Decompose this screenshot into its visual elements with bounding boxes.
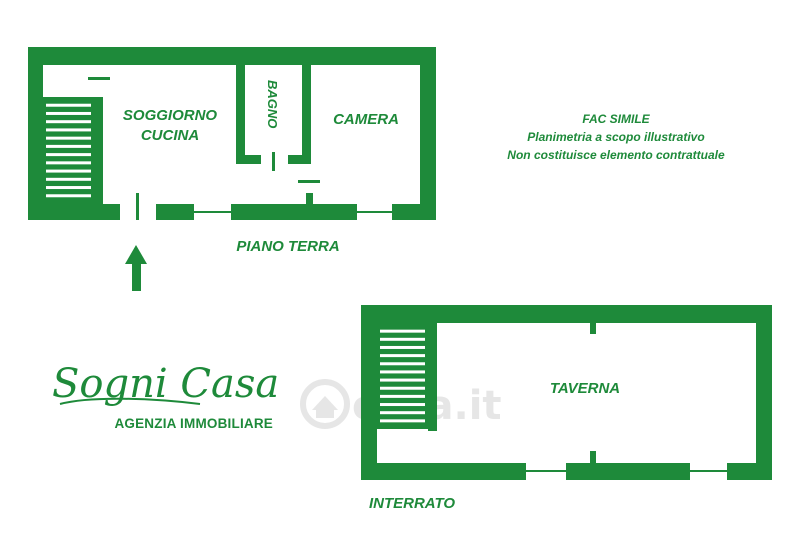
stair-tread (380, 378, 425, 382)
wall-left (28, 47, 43, 220)
door-jamb (136, 193, 139, 220)
stair-tread (46, 144, 91, 148)
room-label-bath: BAGNO (265, 80, 280, 128)
disclaimer-line-3: Non costituisce elemento contrattuale (507, 148, 725, 162)
stair-tread (46, 161, 91, 165)
floor-caption-ground: PIANO TERRA (236, 238, 339, 255)
bath-wall-left (236, 65, 245, 164)
stair-tread (380, 354, 425, 358)
wall-bottom-segment (361, 463, 526, 480)
wall-top (361, 305, 772, 323)
stair-tread (46, 153, 91, 157)
room-label-tavern: TAVERNA (550, 380, 620, 397)
wall-bottom-segment (156, 204, 194, 220)
stair-tread (46, 120, 91, 124)
bath-wall-right (302, 65, 311, 164)
stair-tread (46, 103, 91, 107)
room-label-living: SOGGIORNO (123, 107, 218, 124)
stair-tread (380, 370, 425, 374)
wall-bottom-segment (231, 204, 357, 220)
window-line (526, 470, 566, 472)
wall-right (756, 305, 772, 480)
stair-tread (380, 411, 425, 415)
room-label-bedroom: CAMERA (333, 111, 399, 128)
stair-tread (46, 177, 91, 181)
stair-tread (380, 394, 425, 398)
bath-door-jamb (272, 152, 275, 171)
stair-tread (380, 419, 425, 423)
window-line (357, 211, 392, 213)
house-icon (300, 379, 350, 429)
floor-caption-basement: INTERRATO (369, 495, 455, 512)
door-jamb (306, 193, 313, 204)
stair-tread (46, 186, 91, 190)
wall-bottom-segment (28, 204, 120, 220)
stair-tread (380, 403, 425, 407)
stair-wall (94, 97, 103, 207)
wall-left (361, 305, 377, 480)
agency-logo: Sogni Casa AGENZIA IMMOBILIARE (52, 361, 279, 431)
wall-bottom-segment (392, 204, 436, 220)
stair-wall (428, 323, 437, 431)
basement-plan (361, 305, 772, 480)
stair-tread (380, 329, 425, 333)
window-line (690, 470, 727, 472)
stair-tread (46, 194, 91, 198)
wall-stub (590, 451, 596, 463)
logo-swash (59, 397, 201, 405)
ground-floor-plan (28, 47, 436, 220)
stair-tread (380, 337, 425, 341)
stairs-icon (43, 97, 94, 204)
logo-subtitle: AGENZIA IMMOBILIARE (114, 416, 273, 431)
wall-marker (88, 77, 110, 80)
stair-tread (46, 128, 91, 132)
disclaimer-line-2: Planimetria a scopo illustrativo (527, 130, 704, 144)
stair-tread (380, 386, 425, 390)
bath-wall-bottom-right (288, 155, 311, 164)
window-line (194, 211, 231, 213)
stair-tread (380, 345, 425, 349)
stair-tread (46, 136, 91, 140)
stair-tread (46, 111, 91, 115)
stairs-icon (377, 323, 428, 429)
door-marker (298, 180, 320, 183)
wall-stub (590, 323, 596, 334)
disclaimer-line-1: FAC SIMILE (582, 112, 650, 126)
bath-wall-bottom-left (236, 155, 261, 164)
stair-tread (380, 362, 425, 366)
disclaimer: FAC SIMILE Planimetria a scopo illustrat… (507, 112, 725, 162)
room-label-kitchen: CUCINA (141, 127, 199, 144)
wall-right (420, 47, 436, 220)
entrance-arrow-icon (125, 245, 147, 291)
wall-top (28, 47, 436, 65)
stair-tread (46, 169, 91, 173)
wall-bottom-segment (727, 463, 772, 480)
wall-bottom-segment (566, 463, 690, 480)
